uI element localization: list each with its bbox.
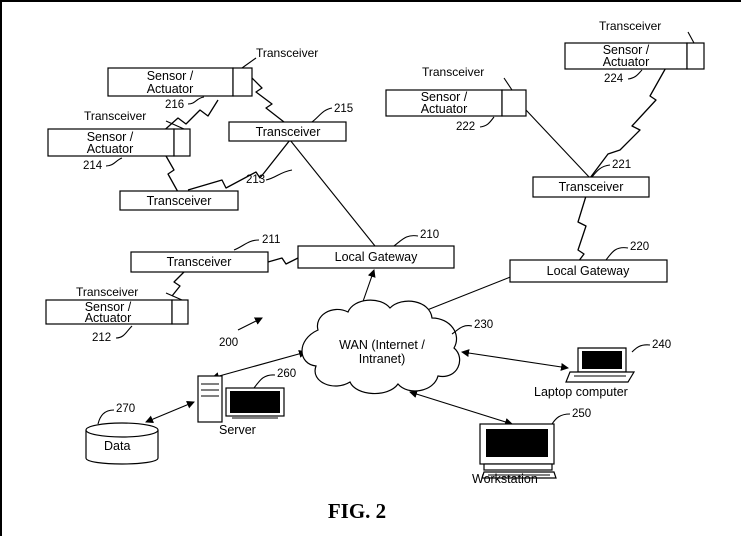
sensor-214-label-2: Actuator: [87, 142, 134, 156]
ref-270: 270: [116, 403, 135, 415]
sensor-actuator-216: Sensor / Actuator Transceiver 216: [108, 46, 318, 111]
sensor-222-label-2: Actuator: [421, 102, 468, 116]
sensor-actuator-222: Sensor / Actuator Transceiver 222: [386, 65, 526, 133]
transceiver-221-label: Transceiver: [559, 180, 624, 194]
data-label: Data: [104, 439, 130, 453]
sensor-212-transceiver-tag: Transceiver: [76, 285, 138, 299]
sensor-actuator-212: Sensor / Actuator Transceiver 212: [46, 285, 188, 344]
sensor-212-label-2: Actuator: [85, 311, 132, 325]
transceiver-215: Transceiver 215: [229, 103, 353, 141]
sensor-actuator-224: Sensor / Actuator Transceiver 224: [565, 19, 704, 85]
transceiver-221: Transceiver 221: [533, 159, 649, 197]
ref-200: 200: [219, 337, 238, 349]
data-store: Data 270: [86, 403, 158, 464]
ref-216: 216: [165, 99, 184, 111]
transceiver-213-label: Transceiver: [147, 194, 212, 208]
transceiver-211-label: Transceiver: [167, 255, 232, 269]
server-label: Server: [219, 423, 256, 437]
sensor-actuator-214: Sensor / Actuator Transceiver 214: [48, 109, 190, 172]
ref-211: 211: [262, 234, 280, 246]
figure-caption: FIG. 2: [328, 499, 386, 523]
laptop-computer: Laptop computer 240: [534, 339, 671, 399]
wireless-link-211-210: [268, 258, 298, 264]
server-screen: [230, 391, 280, 413]
sensor-214-transceiver-tag: Transceiver: [84, 109, 146, 123]
ref-260: 260: [277, 368, 296, 380]
gateway-220-label: Local Gateway: [547, 264, 630, 278]
transceiver-213: Transceiver 213: [120, 170, 292, 210]
sensor-224-label-2: Actuator: [603, 55, 650, 69]
wan-label-2: Intranet): [359, 352, 406, 366]
arrow-wan-laptop: [462, 352, 568, 368]
sensor-216-label-1: Sensor /: [147, 69, 194, 83]
local-gateway-210: Local Gateway 210: [298, 229, 454, 268]
ref-210: 210: [420, 229, 439, 241]
wireless-link-212-211: [172, 272, 184, 296]
sensor-216-transceiver-tag: Transceiver: [256, 46, 318, 60]
workstation-label: Workstation: [472, 472, 538, 486]
ref-222: 222: [456, 121, 475, 133]
gateway-210-label: Local Gateway: [335, 250, 418, 264]
ref-230: 230: [474, 319, 493, 331]
server: Server 260: [198, 368, 296, 437]
sensor-224-transceiver-tag: Transceiver: [599, 19, 661, 33]
ref-221: 221: [612, 159, 631, 171]
link-222-221: [526, 110, 590, 178]
figure-ref-200: 200: [219, 318, 262, 349]
sensor-216-label-2: Actuator: [147, 82, 194, 96]
ref-224: 224: [604, 73, 624, 85]
ref-215: 215: [334, 103, 353, 115]
workstation: Workstation 250: [472, 408, 591, 486]
transceiver-215-label: Transceiver: [256, 125, 321, 139]
wireless-link-216-215: [250, 76, 284, 122]
laptop-screen: [582, 351, 622, 369]
laptop-label: Laptop computer: [534, 385, 628, 399]
workstation-screen: [486, 429, 548, 457]
wan-label-1: WAN (Internet /: [339, 338, 425, 352]
sensor-222-transceiver-tag: Transceiver: [422, 65, 484, 79]
ref-212: 212: [92, 332, 111, 344]
ref-220: 220: [630, 241, 649, 253]
wireless-link-214-213: [166, 156, 178, 192]
transceiver-211: Transceiver 211: [131, 234, 280, 272]
link-215-210: [290, 140, 375, 246]
wireless-link-213-215: [188, 140, 290, 190]
arrow-wan-workstation: [410, 392, 512, 424]
ref-214: 214: [83, 160, 103, 172]
ref-250: 250: [572, 408, 591, 420]
ref-240: 240: [652, 339, 671, 351]
wan-cloud: WAN (Internet / Intranet) 230: [302, 300, 493, 393]
ref-213: 213: [246, 174, 265, 186]
wireless-link-221-220: [578, 196, 586, 262]
local-gateway-220: Local Gateway 220: [510, 241, 667, 282]
arrow-server-data: [146, 402, 194, 422]
